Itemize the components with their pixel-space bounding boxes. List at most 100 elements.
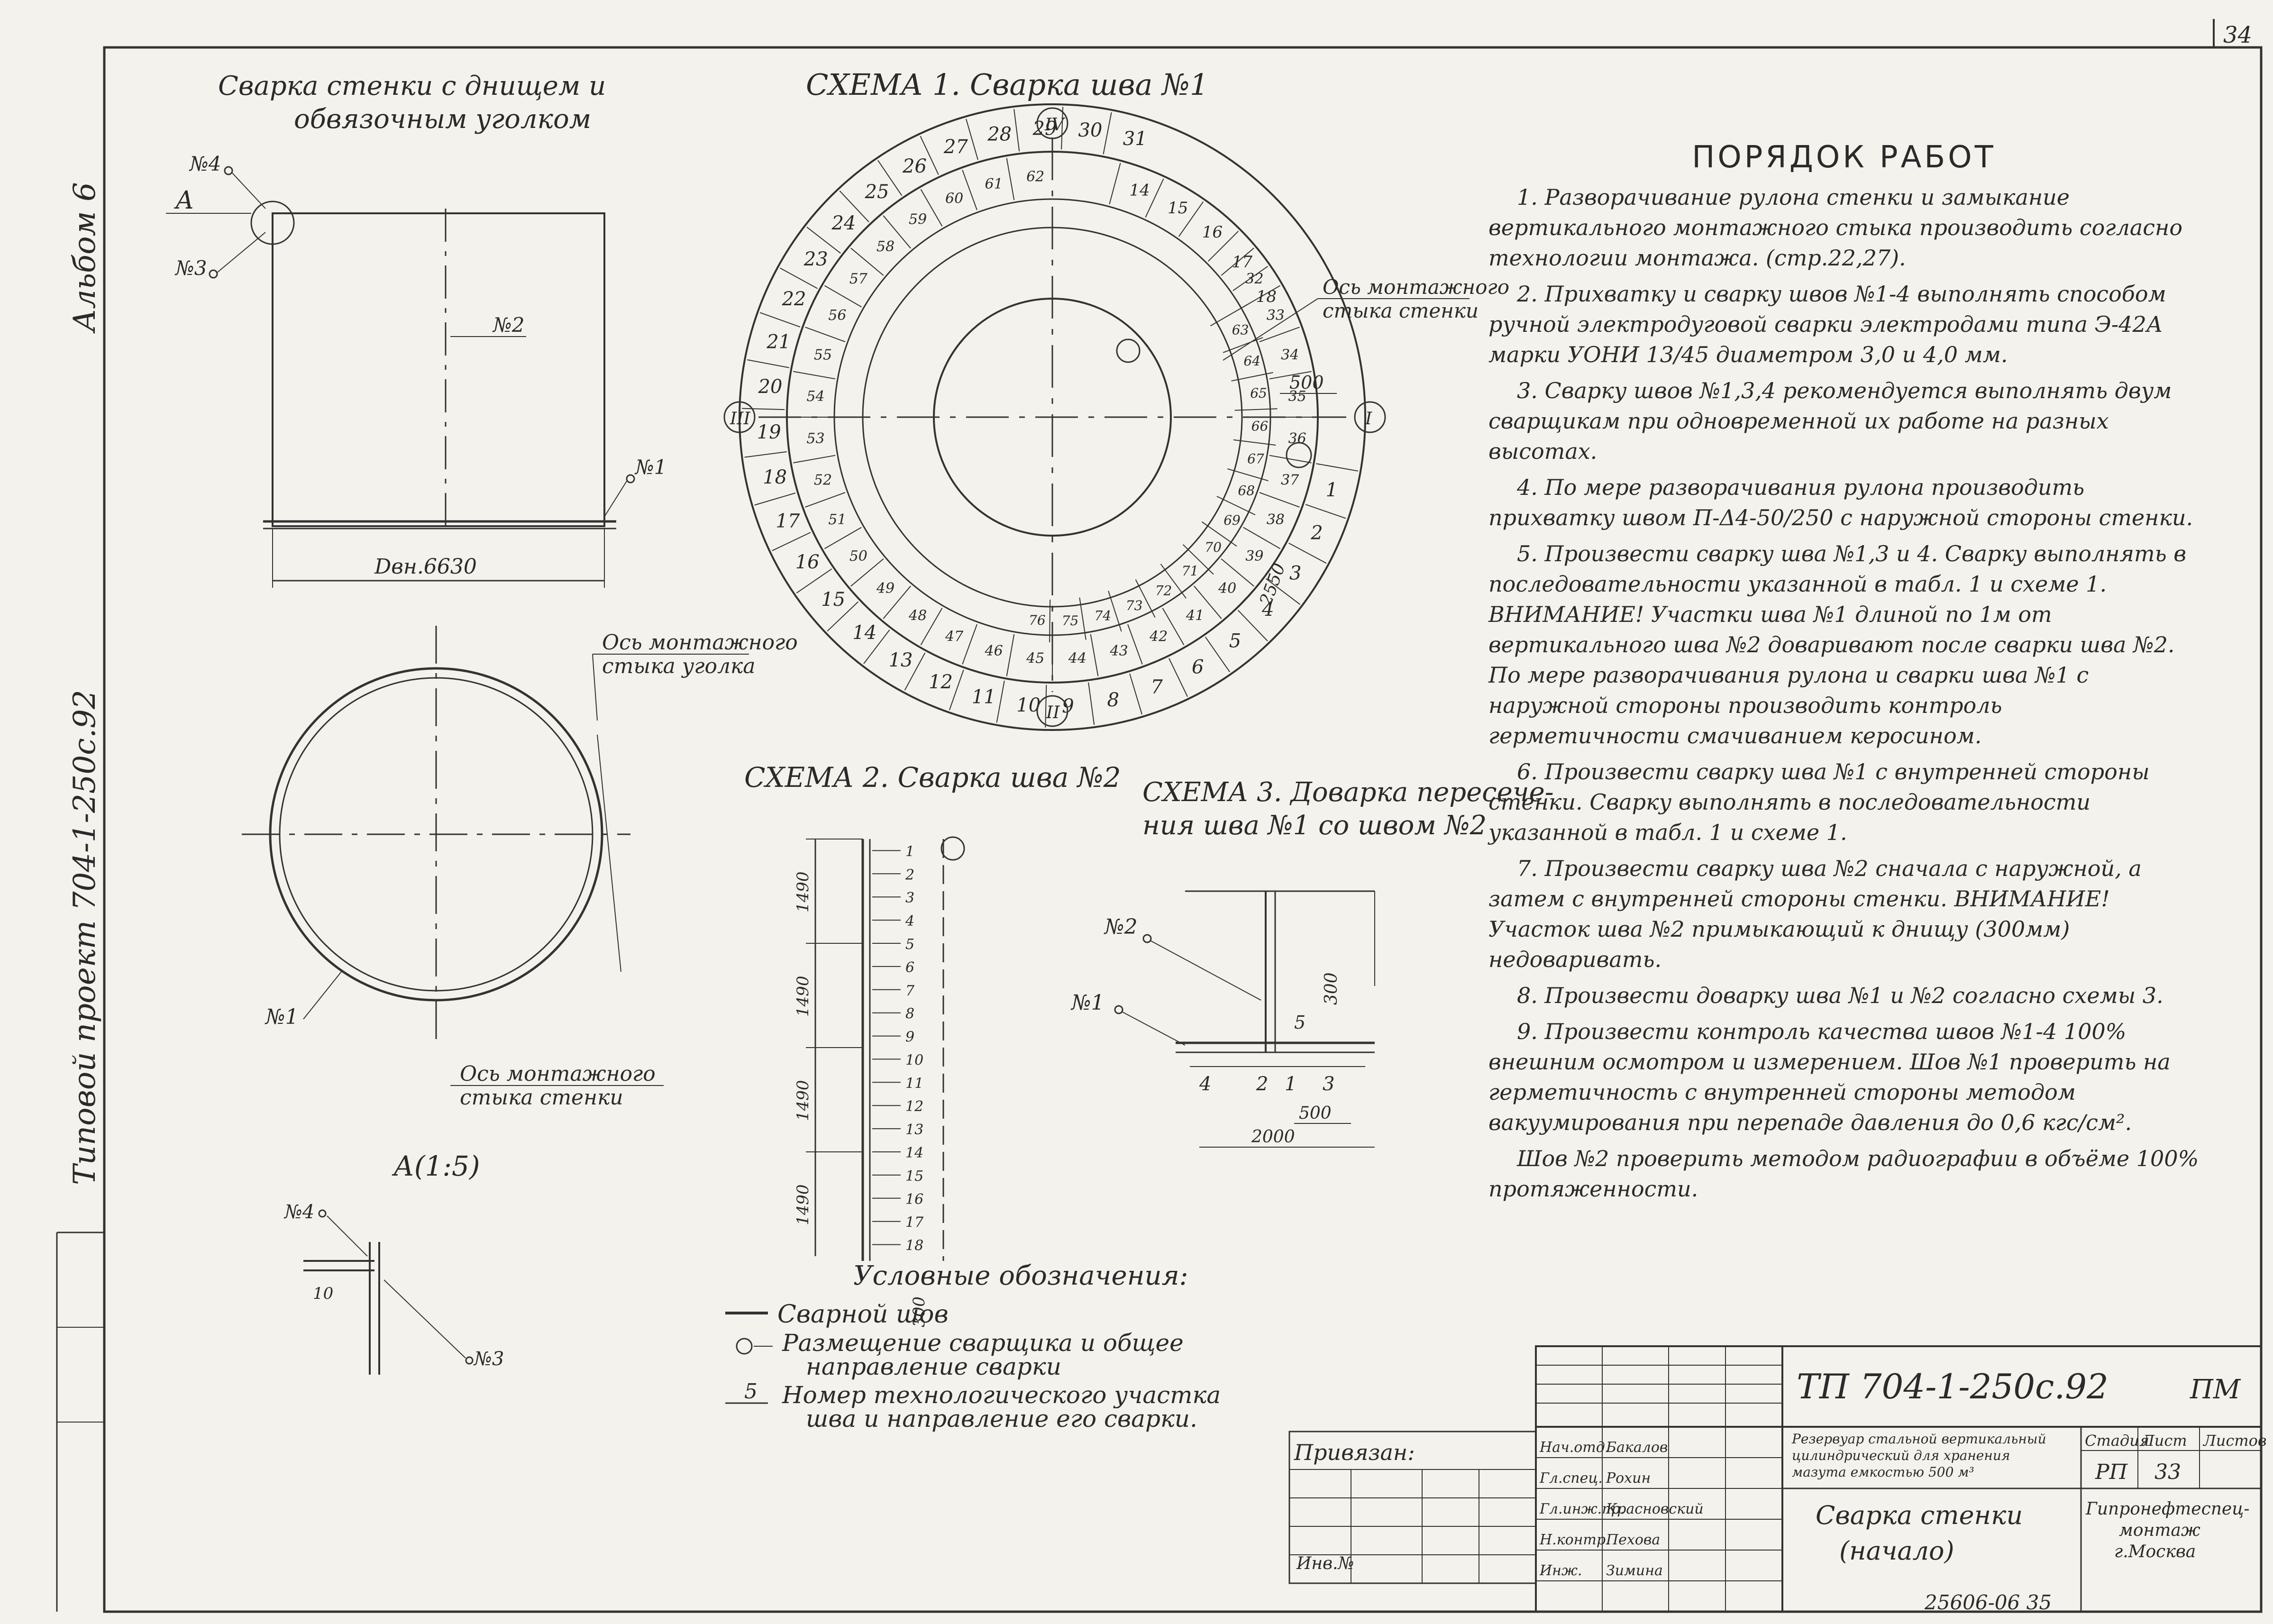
spiral-tick: [1243, 527, 1281, 549]
scheme2-number: 4: [905, 913, 914, 930]
scheme3-dim-500: 500: [1299, 1104, 1332, 1123]
spiral-number: 31: [1123, 128, 1147, 150]
spiral-number: 21: [766, 331, 791, 353]
spiral-number: 70: [1205, 539, 1222, 555]
note-item: 6. Произвести сварку шва №1 с внутренней…: [1488, 759, 2150, 845]
spiral-number: 17: [776, 510, 800, 532]
scheme2-number: 13: [905, 1122, 923, 1138]
spiral-number: 60: [945, 190, 963, 207]
spiral-tick: [1090, 634, 1099, 676]
note-item: 7. Произвести сварку шва №2 сначала с на…: [1488, 856, 2142, 972]
spiral-number: 14: [852, 622, 876, 644]
legend-item-1: Сварной шов: [777, 1300, 949, 1329]
scheme2-ticks: [872, 850, 901, 1245]
stamp-stadiya: РП: [2095, 1460, 2128, 1484]
scheme3-label-n1: №1: [1070, 991, 1105, 1015]
spiral-tick: [920, 189, 943, 227]
note-item: 8. Произвести доварку шва №1 и №2 соглас…: [1517, 983, 2163, 1008]
spiral-number: 13: [889, 649, 913, 671]
scheme3-seg-4: 4: [1199, 1073, 1211, 1095]
spiral-tick: [1129, 673, 1142, 715]
spiral-number: 48: [908, 607, 927, 624]
spiral-tick: [863, 630, 890, 664]
scheme2-number: 15: [905, 1168, 923, 1185]
spiral-number: 5: [1229, 630, 1241, 652]
work-order-notes: ПОРЯДОК РАБОТ 1. Разворачивание рулона с…: [1488, 142, 2200, 1210]
stamp-role: Инж.: [1539, 1562, 1582, 1579]
scheme2-number: 5: [905, 936, 914, 953]
spiral-tick: [1109, 163, 1121, 205]
scheme2-dim: 1490: [794, 1184, 812, 1225]
spiral-number: 9: [1062, 695, 1074, 717]
spiral-number: 25: [865, 181, 889, 203]
spiral-tick: [754, 493, 796, 506]
detail-a-label-n3: №3: [473, 1348, 504, 1370]
side-album-label: Альбом 6: [67, 182, 102, 334]
stamp-role: Гл.спец.: [1539, 1470, 1603, 1487]
spiral-number: 28: [987, 124, 1012, 146]
spiral-tick: [1160, 564, 1187, 599]
spiral-number: 33: [1267, 307, 1285, 324]
spiral-number: 69: [1223, 512, 1241, 528]
spiral-tick: [1088, 682, 1095, 725]
spiral-number: 38: [1267, 511, 1285, 528]
scheme2-welder-marker: [940, 836, 965, 861]
detail-a-label-n4: №4: [283, 1201, 314, 1223]
spiral-number: 12: [929, 671, 953, 693]
detail-a-callout: [250, 201, 295, 245]
spiral-tick: [805, 327, 846, 342]
spiral-tick: [1061, 107, 1064, 150]
scheme2-number: 1: [905, 843, 914, 860]
spiral-tick: [1145, 178, 1164, 218]
spiral-number: 3: [1289, 563, 1301, 584]
spiral-tick: [824, 527, 862, 549]
spiral-tick: [883, 215, 911, 249]
spiral-tick: [1194, 585, 1222, 619]
spiral-number: 63: [1232, 322, 1249, 338]
stamp-stage-code: ПМ: [2190, 1374, 2241, 1405]
spiral-tick: [1221, 558, 1254, 587]
spiral-number: 59: [909, 211, 927, 228]
spiral-number: 41: [1186, 607, 1204, 624]
spiral-tick: [1221, 247, 1254, 276]
spiral-tick: [1201, 521, 1237, 547]
scheme2-number: 2: [905, 867, 914, 883]
stamp-org-2: монтаж: [2119, 1521, 2200, 1540]
spiral-tick: [1045, 684, 1047, 728]
spiral-number: 46: [985, 643, 1003, 659]
ring-axis-bot-2: стыка стенки: [460, 1086, 623, 1110]
detail-a-title: А(1:5): [392, 1150, 480, 1182]
stamp-name: Зимина: [1606, 1562, 1663, 1579]
spiral-number: 37: [1281, 472, 1299, 489]
scheme1-axis-top: IV: [1044, 115, 1066, 135]
spiral-tick: [1234, 408, 1278, 411]
spiral-tick: [1259, 492, 1300, 508]
spiral-number: 62: [1026, 168, 1044, 185]
scheme3-dim-300: 300: [1322, 972, 1341, 1005]
spiral-number: 1: [1326, 479, 1338, 501]
spiral-number: 52: [814, 472, 832, 489]
spiral-tick: [744, 451, 787, 458]
spiral-number: 68: [1238, 483, 1255, 498]
note-item: 1. Разворачивание рулона стенки и замыка…: [1488, 184, 2183, 271]
wall-label-n4: №4: [189, 152, 221, 175]
scheme1-axis-right: I: [1365, 409, 1372, 429]
legend-item-2-2: направление сварки: [806, 1353, 1061, 1380]
spiral-number: 14: [1130, 181, 1150, 200]
scheme2-number: 16: [905, 1191, 923, 1208]
stamp-name: Бакалов: [1606, 1439, 1668, 1456]
spiral-number: 75: [1062, 613, 1079, 629]
stamp-name: Пехова: [1606, 1532, 1660, 1548]
scheme1-axis-right-bubble: [1354, 401, 1386, 433]
spiral-tick: [1182, 544, 1214, 575]
legend-welder-symbol: [736, 1338, 753, 1355]
spiral-tick: [1168, 658, 1188, 697]
scheme2-number: 3: [905, 890, 914, 906]
detail-a-dim: 10: [313, 1284, 333, 1303]
spiral-number: 20: [758, 376, 783, 398]
scheme1-outer-ring: [739, 103, 1366, 731]
stamp-grid: [1536, 1346, 1782, 1612]
